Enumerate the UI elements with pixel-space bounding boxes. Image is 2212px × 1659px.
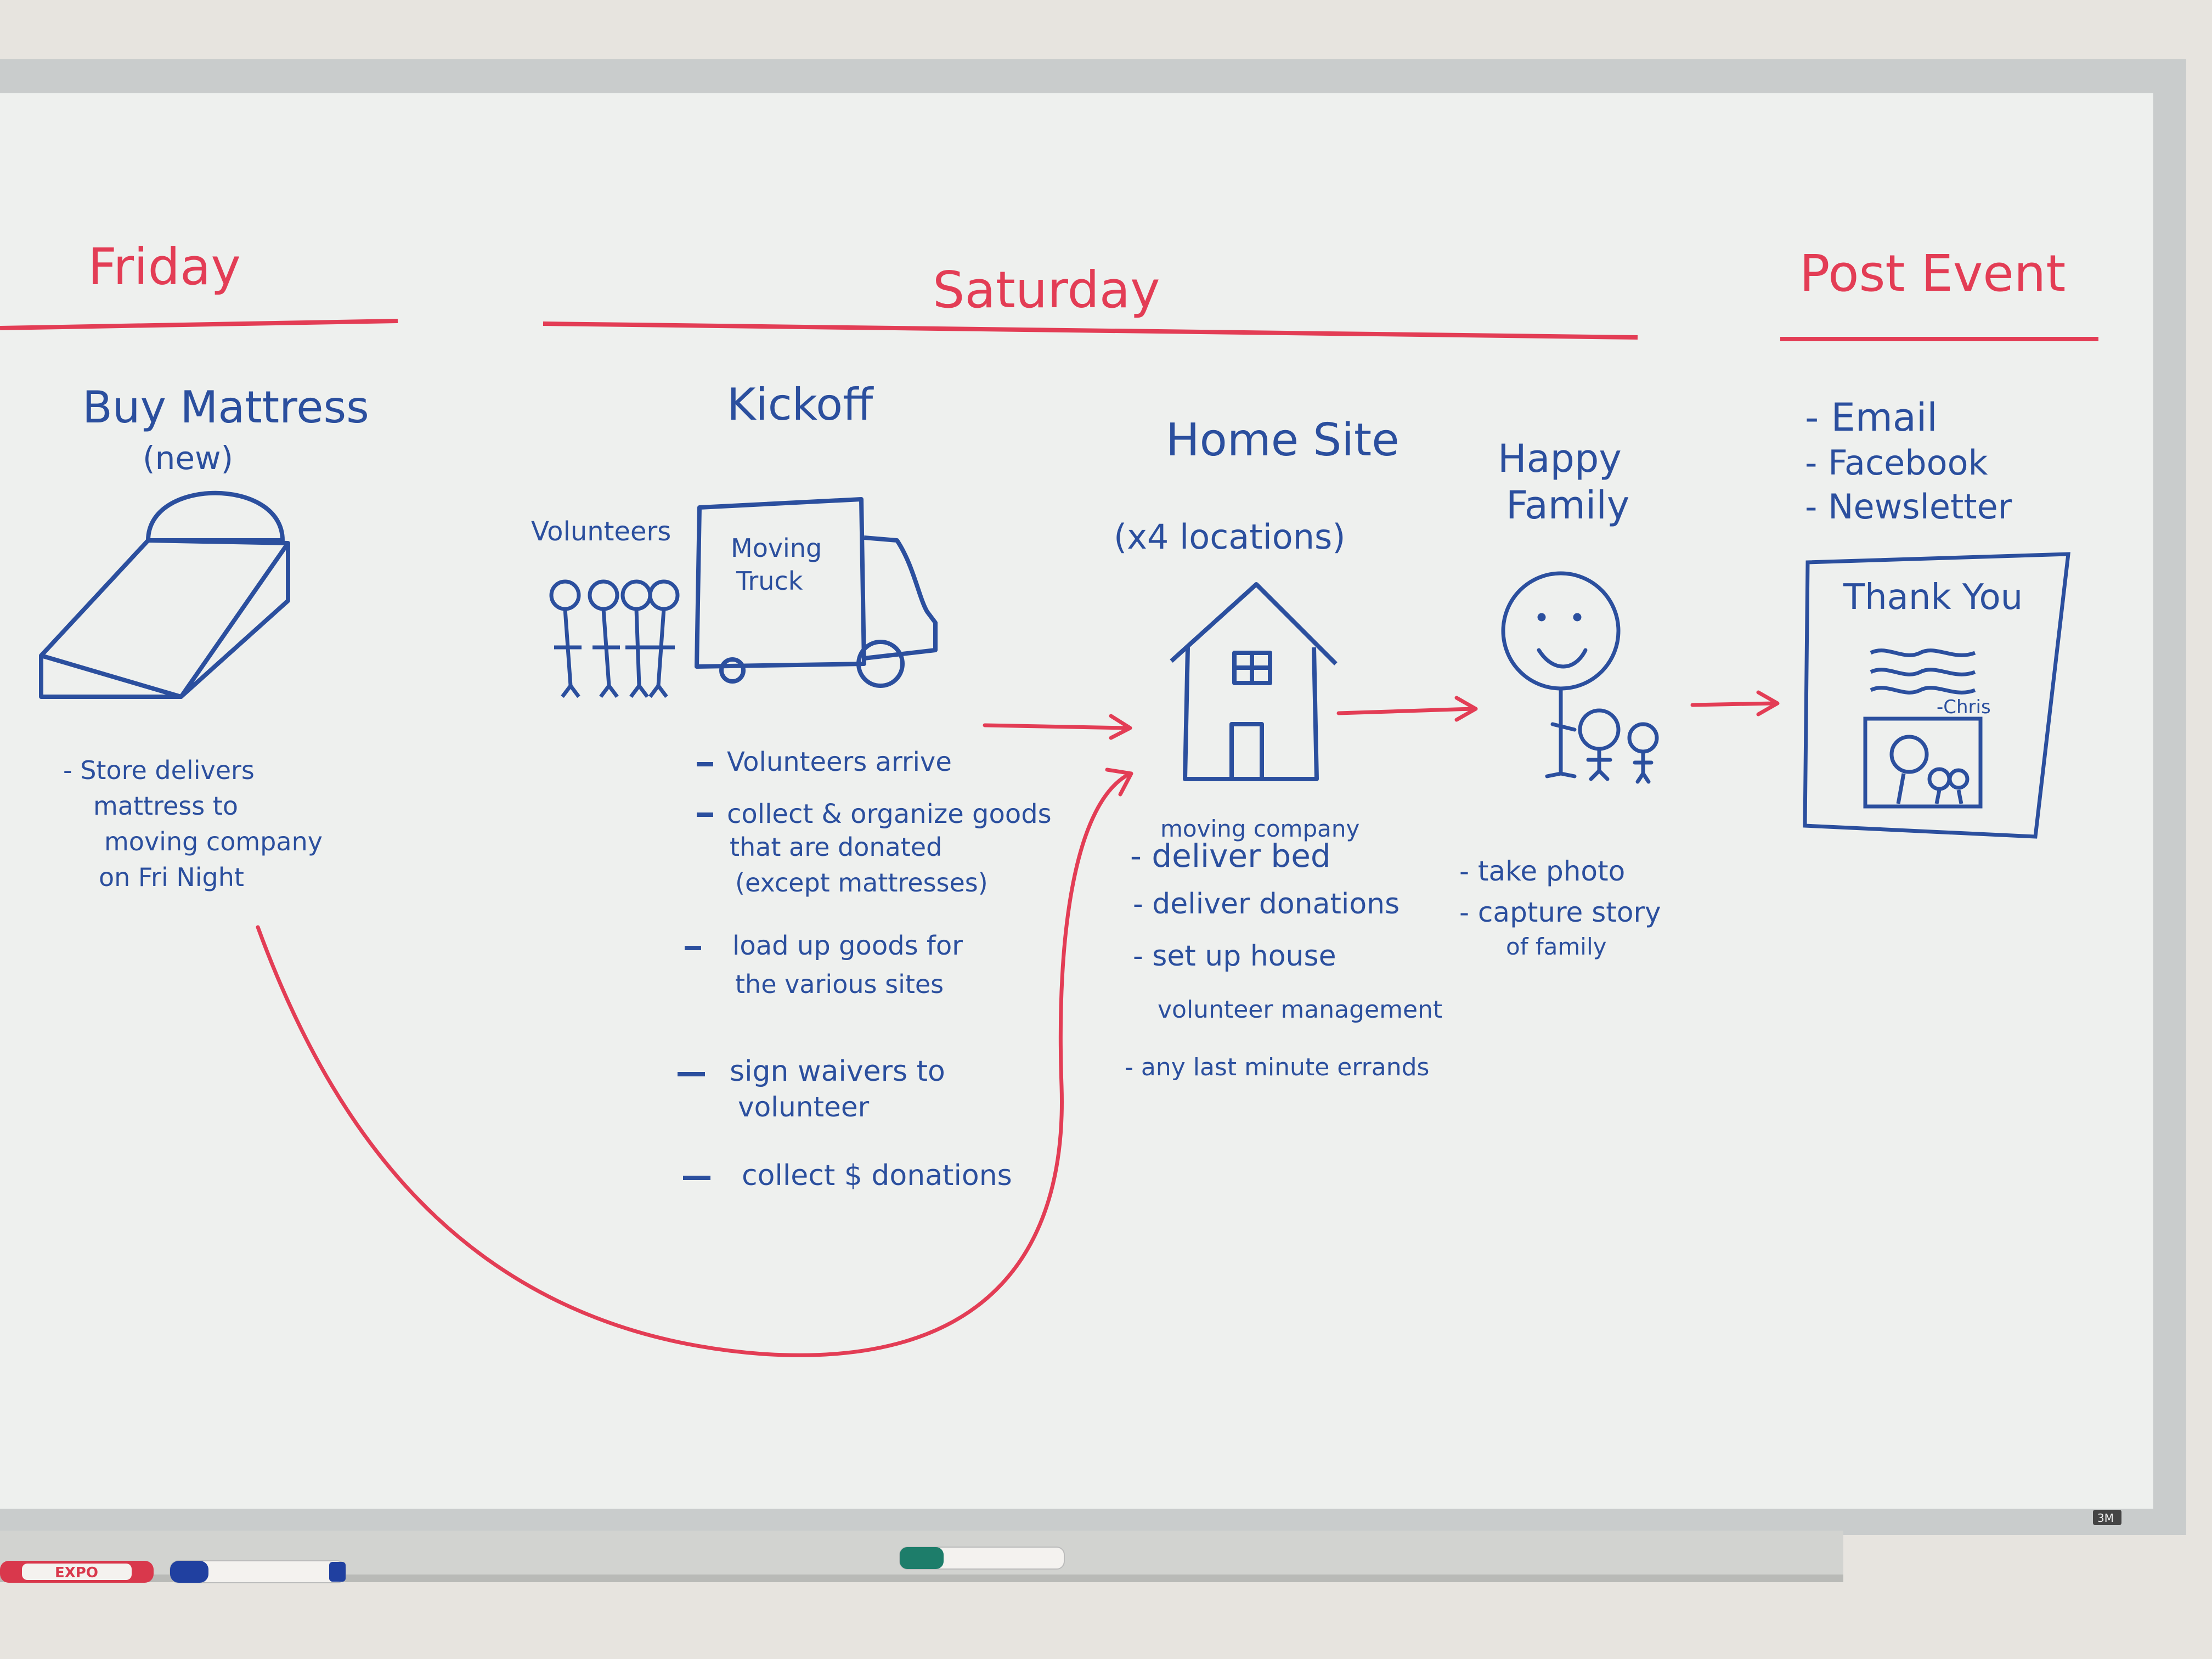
house-drawing	[1170, 582, 1338, 781]
arrow-kickoff-to-home	[983, 723, 1130, 730]
green-marker	[899, 1547, 1065, 1570]
kickoff-note-4: (except mattresses)	[735, 868, 988, 898]
friday-header-text: Friday	[88, 238, 241, 296]
truck-label-moving: Moving	[731, 533, 822, 563]
post-event-item-email: - Email	[1805, 395, 1938, 440]
thank-you-card-title: Thank You	[1843, 577, 2023, 618]
board-brand-text: 3M	[2097, 1511, 2114, 1525]
kickoff-note-3: that are donated	[730, 832, 942, 862]
happy-family-note-1: - take photo	[1459, 855, 1625, 887]
kickoff-note-7: sign waivers to	[730, 1055, 945, 1088]
post-event-header-text: Post Event	[1799, 244, 2066, 303]
kickoff-note-1: Volunteers arrive	[727, 747, 952, 777]
kickoff-bullets	[678, 762, 713, 1180]
home-site-note-4: volunteer management	[1158, 996, 1442, 1024]
arrow-home-to-family	[1336, 707, 1475, 715]
buy-mattress-title: Buy Mattress	[82, 382, 369, 433]
family-drawing	[1501, 571, 1659, 784]
friday-note-3: moving company	[104, 827, 323, 856]
kickoff-note-2: collect & organize goods	[727, 799, 1052, 830]
home-site-note-1: - deliver bed	[1130, 837, 1331, 874]
post-event-item-newsletter: - Newsletter	[1805, 487, 2012, 527]
happy-family-section: Happy Family - take photo - capture stor…	[1459, 436, 1661, 960]
volunteers-label: Volunteers	[531, 516, 671, 547]
tray-markers: EXPO	[0, 1547, 1065, 1583]
flow-arrows	[256, 690, 1780, 1357]
thank-you-card	[1803, 552, 2070, 839]
moving-truck-drawing	[695, 497, 938, 688]
volunteers-drawing	[549, 579, 680, 698]
truck-label-truck: Truck	[736, 566, 803, 596]
happy-family-note-3: of family	[1506, 933, 1606, 960]
friday-note-4: on Fri Night	[99, 862, 244, 892]
friday-note-1: - Store delivers	[63, 755, 255, 785]
post-event-section: - Email - Facebook - Newsletter Thank Yo…	[1803, 395, 2070, 839]
arrow-friday-to-home	[256, 771, 1132, 1357]
buy-mattress-subtitle: (new)	[143, 439, 233, 477]
red-marker-brand: EXPO	[55, 1565, 98, 1581]
board-brand-badge: 3M	[2093, 1510, 2121, 1525]
happy-family-title-2: Family	[1506, 483, 1629, 528]
saturday-header-text: Saturday	[933, 261, 1160, 319]
home-site-note-3: - set up house	[1133, 940, 1336, 973]
happy-family-title-1: Happy	[1498, 436, 1622, 481]
friday-note-2: mattress to	[93, 791, 238, 821]
friday-section: Buy Mattress (new) - Store delivers matt…	[39, 382, 369, 892]
home-site-notes-header: moving company	[1160, 815, 1359, 842]
red-marker: EXPO	[0, 1561, 154, 1583]
happy-family-note-2: - capture story	[1459, 896, 1661, 928]
post-event-item-facebook: - Facebook	[1805, 443, 1988, 483]
kickoff-note-8: volunteer	[738, 1091, 870, 1123]
mattress-drawing	[39, 490, 290, 699]
blue-marker	[170, 1560, 346, 1583]
kickoff-note-6: the various sites	[735, 969, 944, 999]
thank-you-card-signature: -Chris	[1937, 696, 1991, 718]
home-site-note-2: - deliver donations	[1133, 888, 1400, 921]
home-site-locations: (x4 locations)	[1114, 517, 1346, 557]
kickoff-note-9: collect $ donations	[742, 1159, 1012, 1192]
home-site-title: Home Site	[1166, 414, 1400, 466]
home-site-section: Home Site (x4 locations) moving company …	[1114, 414, 1442, 1081]
kickoff-title: Kickoff	[727, 379, 874, 430]
post-event-header: Post Event	[1780, 244, 2098, 341]
home-site-note-5: - any last minute errands	[1125, 1053, 1429, 1081]
kickoff-section: Kickoff Volunteers Moving Truck	[531, 379, 1052, 1192]
saturday-header: Saturday	[543, 261, 1638, 340]
kickoff-note-5: load up goods for	[732, 930, 963, 961]
arrow-family-to-post	[1690, 701, 1777, 707]
friday-header: Friday	[0, 238, 398, 330]
